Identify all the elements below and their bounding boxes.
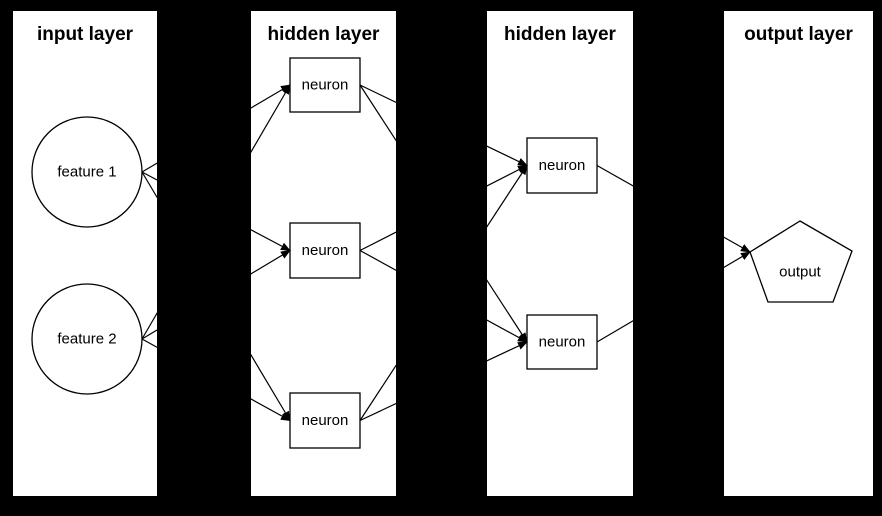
node-rect-h1n2 (289, 222, 361, 279)
edge-h1n1-to-h2n1 (359, 84, 528, 167)
edge-f2-to-h1n3 (141, 338, 291, 422)
node-pentagon-out (749, 220, 853, 303)
edge-f1-to-h1n1 (141, 84, 291, 173)
node-label-h1n2: neuron (302, 242, 349, 259)
panel-title-hidden-layer-1: hidden layer (268, 24, 381, 45)
edge-f2-to-h1n1 (141, 84, 291, 340)
edge-h2n1-to-out (596, 164, 751, 253)
node-label-f1: feature 1 (57, 164, 116, 181)
panel-title-input-layer: input layer (37, 24, 134, 45)
edge-h1n2-to-h2n1 (359, 164, 528, 252)
node-label-f2: feature 2 (57, 331, 116, 348)
edge-h1n2-to-h2n2 (359, 249, 528, 343)
panel-input-layer (13, 11, 157, 496)
panel-hidden-layer-2 (487, 11, 633, 496)
node-label-h2n1: neuron (539, 157, 586, 174)
edge-h1n3-to-h2n1 (359, 164, 528, 421)
edge-h1n3-to-h2n2 (359, 341, 528, 422)
node-rect-h1n3 (289, 392, 361, 449)
node-label-h2n2: neuron (539, 334, 586, 351)
node-label-h1n3: neuron (302, 412, 349, 429)
edge-f1-to-h1n3 (141, 171, 291, 422)
edge-h2n2-to-out (596, 251, 751, 343)
edge-h1n1-to-h2n2 (359, 84, 528, 343)
panel-title-hidden-layer-2: hidden layer (504, 24, 617, 45)
node-rect-h1n1 (289, 57, 361, 113)
node-label-out: output (779, 264, 822, 281)
node-rect-h2n2 (526, 314, 598, 370)
node-label-h1n1: neuron (302, 77, 349, 94)
panel-title-output-layer: output layer (744, 24, 853, 45)
edge-f2-to-h1n2 (141, 249, 291, 340)
node-rect-h2n1 (526, 137, 598, 194)
